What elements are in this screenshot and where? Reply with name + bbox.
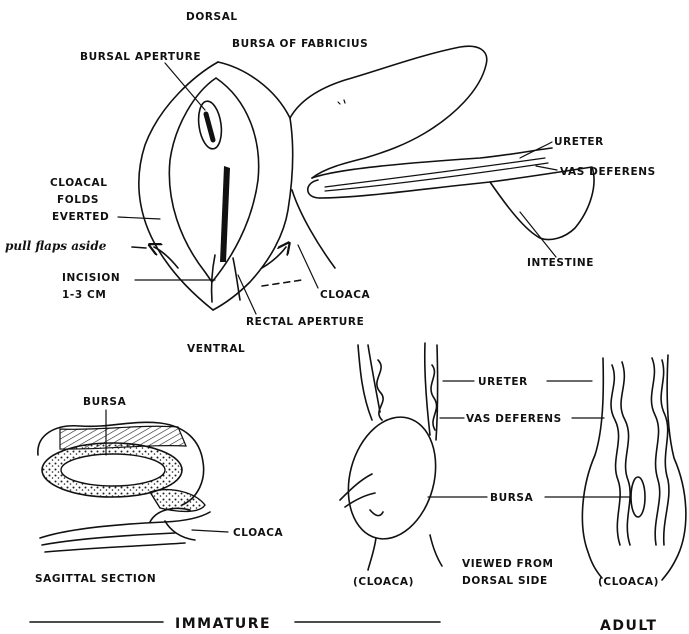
vas-deferens-leader [536, 166, 557, 170]
sagittal-section-caption: SAGITTAL SECTION [35, 573, 156, 585]
pull-flaps-dash [132, 247, 146, 248]
adult-dorsal-view: (CLOACA) [545, 355, 686, 588]
immature-side-duct [340, 474, 383, 516]
intestine-label: INTESTINE [527, 257, 594, 269]
rectal-aperture-label: RECTAL APERTURE [246, 316, 364, 328]
top-figure: DORSAL BURSA OF FABRICIUS BURSAL APERTUR… [5, 11, 656, 355]
everted-label: EVERTED [52, 211, 109, 223]
vas-deferens-line-a [325, 158, 545, 187]
cloaca-outline [292, 190, 335, 268]
immature-bursa-shape [335, 407, 448, 549]
bursal-aperture-label: BURSAL APERTURE [80, 51, 201, 63]
ventral-label: VENTRAL [187, 343, 245, 355]
cloacal-fold-outer-top-right [218, 62, 290, 118]
intestine-tube-end [308, 180, 320, 198]
adult-ureter-left [611, 362, 630, 545]
immature-dorsal-view: URETER VAS DEFERENS BURSA VIEWED FROM DO… [335, 343, 561, 588]
bursa-of-fabricius-shape [290, 46, 487, 178]
sagittal-cloaca-label: CLOACA [233, 527, 283, 539]
bursa-mark [338, 100, 345, 104]
dorsal-side-label: DORSAL SIDE [462, 575, 548, 587]
dorsal-view-ureter-label: URETER [478, 376, 528, 388]
cloacal-label: CLOACAL [50, 177, 108, 189]
viewed-from-label: VIEWED FROM [462, 558, 554, 570]
incision-mark [220, 166, 230, 262]
cloaca-fold-curl [150, 508, 195, 540]
vas-deferens-line-b [325, 163, 548, 191]
cloaca-fold-3 [45, 543, 185, 552]
bursa-of-fabricius-label: BURSA OF FABRICIUS [232, 38, 368, 50]
adult-outer-left [582, 358, 603, 578]
cloacal-folds-leader [118, 217, 160, 219]
adult-label: ADULT [600, 618, 657, 634]
bursal-aperture-slit [206, 114, 213, 140]
cloacal-fold-inner [169, 78, 258, 282]
incision-label: INCISION [62, 272, 120, 284]
dorsal-view-vas-deferens-label: VAS DEFERENS [466, 413, 562, 425]
incision-length-label: 1-3 CM [62, 289, 106, 301]
rectal-aperture-leader [238, 275, 256, 314]
adult-bursa-shape [631, 477, 645, 517]
immature-ureter-right [431, 365, 437, 430]
cloaca-dashed-line [262, 280, 302, 286]
sagittal-section-figure: BURSA CLOACA SAGITTAL SECTION [35, 396, 283, 585]
vas-deferens-label-top: VAS DEFERENS [560, 166, 656, 178]
immature-cloaca-lines [368, 535, 442, 570]
sagittal-bursa-label: BURSA [83, 396, 127, 408]
ureter-label-top: URETER [554, 136, 604, 148]
cloaca-fold-2 [42, 533, 175, 545]
immature-label: IMMATURE [175, 616, 271, 632]
cloaca-label-top: CLOACA [320, 289, 370, 301]
cloaca-fold-1 [40, 512, 210, 538]
pull-flaps-aside-label: pull flaps aside [5, 239, 107, 253]
ureter-line [520, 142, 552, 158]
cloaca-leader [298, 245, 318, 288]
bursal-aperture-leader [165, 63, 205, 110]
adult-cloaca-label: (CLOACA) [598, 576, 659, 588]
intestine-leader [520, 212, 556, 257]
sagittal-cloaca-leader [192, 530, 228, 532]
dorsal-label: DORSAL [186, 11, 238, 23]
group-captions: IMMATURE ADULT [30, 616, 657, 634]
adult-ureter-right [651, 358, 669, 545]
bursa-lumen [61, 454, 165, 486]
dorsal-view-bursa-label: BURSA [490, 492, 534, 504]
immature-cloaca-label: (CLOACA) [353, 576, 414, 588]
folds-label: FOLDS [57, 194, 99, 206]
